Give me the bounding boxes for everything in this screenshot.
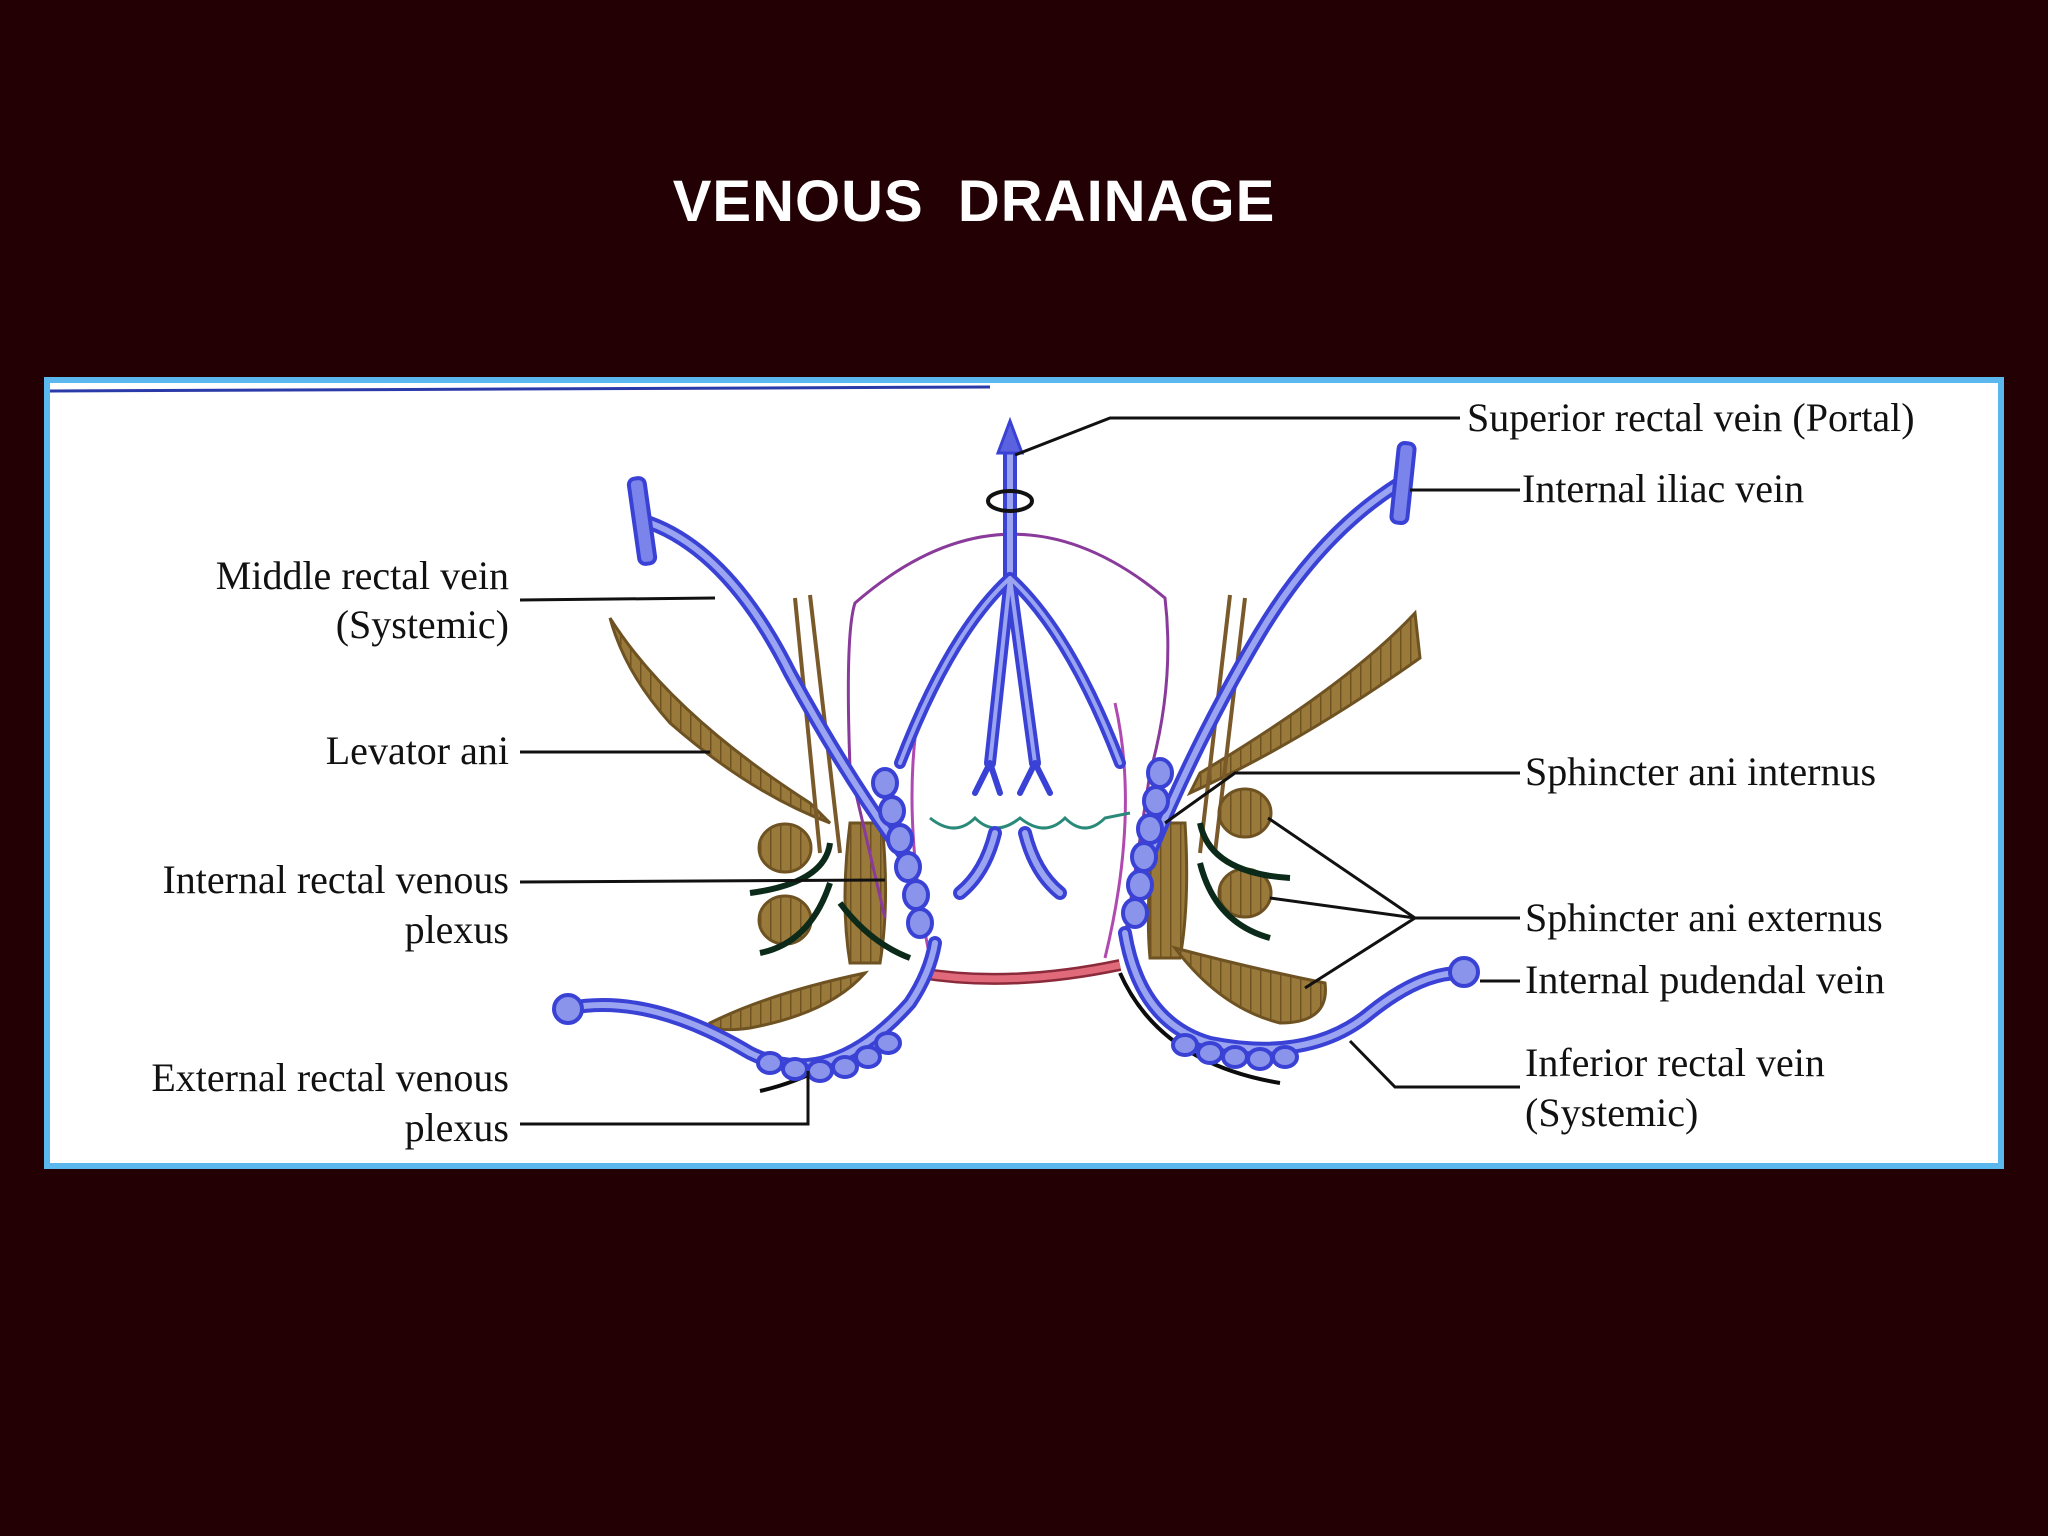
label-internal-pudendal-vein: Internal pudendal vein (1525, 957, 1885, 1002)
fascia-right (1197, 822, 1291, 941)
label-middle-rectal-vein-line2: (Systemic) (336, 602, 509, 647)
levator-ani-left (608, 617, 832, 825)
sphincter-externus-left-superficial (757, 894, 813, 946)
internal-pudendal-vein-right-end (1448, 956, 1480, 988)
venous-drainage-diagram: Superior rectal vein (Portal) Internal i… (44, 377, 2004, 1169)
internal-iliac-vein-left-stump (626, 476, 658, 566)
leader-sphincter-ani-externus (1267, 816, 1520, 990)
label-inferior-rectal-vein-line2: (Systemic) (1525, 1090, 1698, 1135)
sphincter-externus-right-subcutaneous (1171, 945, 1327, 1025)
internal-iliac-vein-right-stump (1389, 440, 1417, 526)
leader-sphincter-ani-internus (1164, 771, 1520, 825)
inferior-rectal-veins (563, 926, 1467, 1073)
label-sphincter-ani-externus: Sphincter ani externus (1525, 895, 1883, 940)
label-external-rectal-venous-plexus-line1: External rectal venous (151, 1055, 509, 1100)
pectinate-line (929, 811, 1131, 830)
label-superior-rectal-vein: Superior rectal vein (Portal) (1467, 395, 1915, 440)
leader-middle-rectal-vein (519, 596, 716, 602)
rectal-wall-outline (846, 532, 1170, 939)
sphincter-externus-left-subcutaneous (707, 970, 870, 1032)
superior-rectal-vein-arrow-icon (995, 416, 1025, 455)
ligature-ring-icon (986, 489, 1034, 513)
leader-external-rectal-venous-plexus (520, 1071, 810, 1126)
label-inferior-rectal-vein-line1: Inferior rectal vein (1525, 1040, 1825, 1085)
levator-ani-right (1186, 609, 1422, 797)
label-internal-rectal-venous-plexus-line2: plexus (405, 907, 509, 952)
label-internal-iliac-vein: Internal iliac vein (1522, 466, 1804, 511)
sphincter-externus-left-deep (757, 822, 813, 874)
label-middle-rectal-vein-line1: Middle rectal vein (216, 553, 509, 598)
sphincter-internus-left (843, 821, 888, 965)
label-external-rectal-venous-plexus-line2: plexus (405, 1105, 509, 1150)
label-internal-rectal-venous-plexus-line1: Internal rectal venous (162, 857, 509, 902)
sphincter-externus-right-deep (1217, 787, 1273, 839)
diagram-canvas: Superior rectal vein (Portal) Internal i… (50, 385, 1915, 1150)
middle-rectal-veins (643, 476, 1407, 870)
anal-verge (919, 961, 1121, 983)
top-rule (50, 385, 991, 393)
leader-superior-rectal-vein (1014, 416, 1460, 457)
leader-inferior-rectal-vein (1348, 1039, 1520, 1089)
label-sphincter-ani-internus: Sphincter ani internus (1525, 749, 1876, 794)
slide-title: VENOUS DRAINAGE (672, 169, 1276, 234)
fascia-left (749, 842, 912, 961)
internal-pudendal-vein-left-end (552, 993, 584, 1025)
external-rectal-venous-plexus (756, 1031, 1299, 1083)
leader-internal-rectal-venous-plexus (519, 878, 886, 884)
label-levator-ani: Levator ani (326, 728, 509, 773)
internal-rectal-venous-plexus (871, 757, 1174, 939)
leader-lines (519, 416, 1520, 1126)
